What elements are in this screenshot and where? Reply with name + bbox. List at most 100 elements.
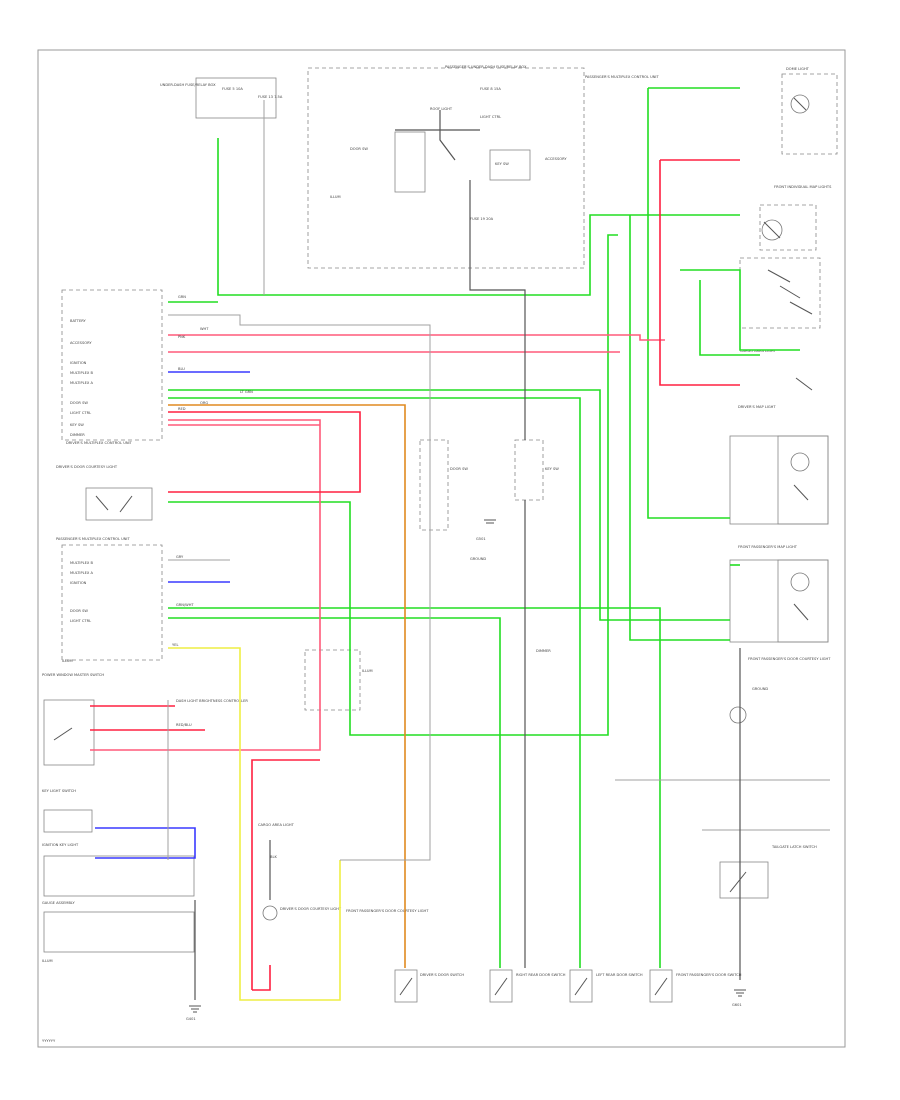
svg-text:KEY SW: KEY SW [545,467,559,471]
svg-text:GROUND: GROUND [752,687,768,691]
svg-text:FRONT INDIVIDUAL MAP LIGHTS: FRONT INDIVIDUAL MAP LIGHTS [774,185,832,189]
svg-text:GAUGE ASSEMBLY: GAUGE ASSEMBLY [42,901,75,905]
svg-text:KEY LIGHT SWITCH: KEY LIGHT SWITCH [42,789,76,793]
svg-text:YEL: YEL [172,643,178,647]
svg-text:FUSE 19 20A: FUSE 19 20A [470,217,494,221]
under-dash-fuse-box: UNDER-DASH FUSE/RELAY BOX FUSE 5 10A FUS… [160,77,283,119]
svg-text:MULTIPLEX B: MULTIPLEX B [70,371,94,375]
svg-text:RIGHT REAR DOOR SWITCH: RIGHT REAR DOOR SWITCH [516,973,566,977]
svg-text:DRIVER'S MAP LIGHT: DRIVER'S MAP LIGHT [738,405,776,409]
svg-text:ACCESSORY: ACCESSORY [70,341,92,345]
svg-text:FRONT PASSENGER'S MAP LIGHT: FRONT PASSENGER'S MAP LIGHT [738,545,798,549]
svg-text:ILLUM: ILLUM [330,195,341,199]
mid-relay-right: KEY SW [514,439,559,501]
front-passenger-door-switch: FRONT PASSENGER'S DOOR SWITCH [649,969,742,1003]
passenger-fuse-box: PASSENGER'S UNDER-DASH FUSE/RELAY BOX FU… [307,65,585,269]
passenger-mult-control-unit: PASSENGER'S MULTIPLEX CONTROL UNIT MULTI… [56,537,163,663]
ground-symbol-mid: G501 [476,519,496,541]
svg-text:ILLUM: ILLUM [42,959,53,963]
orange-wire [168,404,406,968]
driver-door-switch: DRIVER'S DOOR SWITCH [394,969,464,1003]
svg-text:UNDER-DASH FUSE/RELAY BOX: UNDER-DASH FUSE/RELAY BOX [160,83,216,87]
svg-text:DIMMER: DIMMER [536,649,551,653]
svg-text:LEFT REAR DOOR SWITCH: LEFT REAR DOOR SWITCH [596,973,643,977]
diagram-frame [37,49,846,1048]
front-passenger-door-courtesy: FRONT PASSENGER'S DOOR COURTESY LIGHT GR… [729,657,831,724]
svg-text:PNK: PNK [178,335,186,339]
svg-text:DOOR SW: DOOR SW [350,147,368,151]
svg-text:IGNITION KEY LIGHT: IGNITION KEY LIGHT [42,843,79,847]
svg-text:DOME LIGHT: DOME LIGHT [786,67,810,71]
svg-text:RED: RED [178,407,186,411]
driver-mult-control-unit: DRIVER'S MULTIPLEX CONTROL UNIT BATTERY … [61,289,163,445]
svg-text:DOOR SW: DOOR SW [450,467,468,471]
svg-text:BLK: BLK [270,855,277,859]
front-individual-map-light: FRONT INDIVIDUAL MAP LIGHTS [759,185,832,251]
svg-text:KEY SW: KEY SW [70,423,84,427]
svg-text:FRONT PASSENGER'S DOOR COURTES: FRONT PASSENGER'S DOOR COURTESY LIGHT [748,657,831,661]
driver-door-courtesy: DRIVER'S DOOR COURTESY LIGHT [56,465,153,521]
svg-text:DIMMER: DIMMER [70,433,85,437]
svg-text:LT GRN: LT GRN [240,390,253,394]
cargo-light-mid: CARGO AREA LIGHT DRIVER'S DOOR COURTESY … [258,823,429,921]
map-light-switches [739,257,821,329]
svg-text:G601: G601 [732,1003,742,1007]
svg-text:G501: G501 [476,537,486,541]
dark-wires [194,110,741,1000]
svg-text:DOOR SW: DOOR SW [70,609,88,613]
rear-door-switch-left: LEFT REAR DOOR SWITCH [569,969,643,1003]
svg-text:MULTIPLEX B: MULTIPLEX B [70,561,94,565]
svg-text:KEY SW: KEY SW [495,162,509,166]
tailgate-relay: ILLUM DIMMER [304,649,551,711]
svg-text:LIGHT CTRL: LIGHT CTRL [480,115,501,119]
svg-text:DRIVER'S DOOR COURTESY LIGHT: DRIVER'S DOOR COURTESY LIGHT [280,907,342,911]
svg-text:GRN: GRN [178,295,186,299]
svg-text:IGNITION: IGNITION [70,581,87,585]
svg-text:WHT: WHT [200,327,209,331]
svg-text:DRIVER'S DOOR COURTESY LIGHT: DRIVER'S DOOR COURTESY LIGHT [56,465,118,469]
svg-text:POWER WINDOW MASTER SWITCH: POWER WINDOW MASTER SWITCH [42,673,104,677]
gray-wires [167,100,830,861]
passenger-mult-label-top: PASSENGER'S MULTIPLEX CONTROL UNIT [585,75,659,79]
svg-text:GRN/WHT: GRN/WHT [176,603,194,607]
svg-text:BATTERY: BATTERY [70,319,87,323]
svg-text:DRIVER'S DOOR SWITCH: DRIVER'S DOOR SWITCH [420,973,464,977]
svg-text:GRY: GRY [176,555,184,559]
svg-text:RED/BLU: RED/BLU [176,723,192,727]
yellow-wire [168,647,341,1001]
svg-text:CARGO AREA LIGHT: CARGO AREA LIGHT [740,349,777,353]
svg-text:ACCESSORY: ACCESSORY [545,157,567,161]
svg-text:ORG: ORG [200,401,208,405]
figure-id: YYYYYY [42,1039,56,1043]
svg-text:FUSE 13 7.5A: FUSE 13 7.5A [258,95,283,99]
svg-text:IGNITION: IGNITION [70,361,87,365]
blue-wires [95,371,250,859]
svg-text:ILLUM: ILLUM [62,659,73,663]
svg-text:PASSENGER'S UNDER-DASH FUSE/RE: PASSENGER'S UNDER-DASH FUSE/RELAY BOX [445,65,527,69]
svg-text:ROOF LIGHT: ROOF LIGHT [430,107,453,111]
svg-text:TAILGATE LATCH SWITCH: TAILGATE LATCH SWITCH [771,845,817,849]
svg-text:FRONT PASSENGER'S DOOR SWITCH: FRONT PASSENGER'S DOOR SWITCH [676,973,742,977]
svg-text:DRIVER'S MULTIPLEX CONTROL UNI: DRIVER'S MULTIPLEX CONTROL UNIT [66,441,133,445]
front-passenger-map-light: FRONT PASSENGER'S MAP LIGHT [729,545,829,643]
svg-text:FUSE 8 15A: FUSE 8 15A [480,87,501,91]
pink-wires [90,334,665,751]
mid-relay-left: DOOR SW GROUND [419,439,486,561]
svg-text:FUSE 5 10A: FUSE 5 10A [222,87,243,91]
svg-text:CARGO AREA LIGHT: CARGO AREA LIGHT [258,823,295,827]
svg-text:GROUND: GROUND [470,557,486,561]
power-window-master: POWER WINDOW MASTER SWITCH DASH LIGHT BR… [42,673,248,766]
svg-text:G401: G401 [186,1017,196,1021]
green-wires [168,87,800,968]
svg-text:FRONT PASSENGER'S DOOR COURTES: FRONT PASSENGER'S DOOR COURTESY LIGHT [346,909,429,913]
svg-text:LIGHT CTRL: LIGHT CTRL [70,411,91,415]
svg-text:PASSENGER'S MULTIPLEX CONTROL: PASSENGER'S MULTIPLEX CONTROL UNIT [56,537,130,541]
driver-map-light: DRIVER'S MAP LIGHT [729,405,829,525]
dome-light: DOME LIGHT [781,67,838,155]
svg-text:DOOR SW: DOOR SW [70,401,88,405]
wire-labels: GRN WHT PNK BLU RED ORG YEL BLK GRY LT G… [172,295,277,859]
red-wires [90,159,740,991]
tailgate-latch-switch: TAILGATE LATCH SWITCH [719,845,817,899]
svg-text:DASH LIGHT BRIGHTNESS CONTROLL: DASH LIGHT BRIGHTNESS CONTROLLER [176,699,248,703]
